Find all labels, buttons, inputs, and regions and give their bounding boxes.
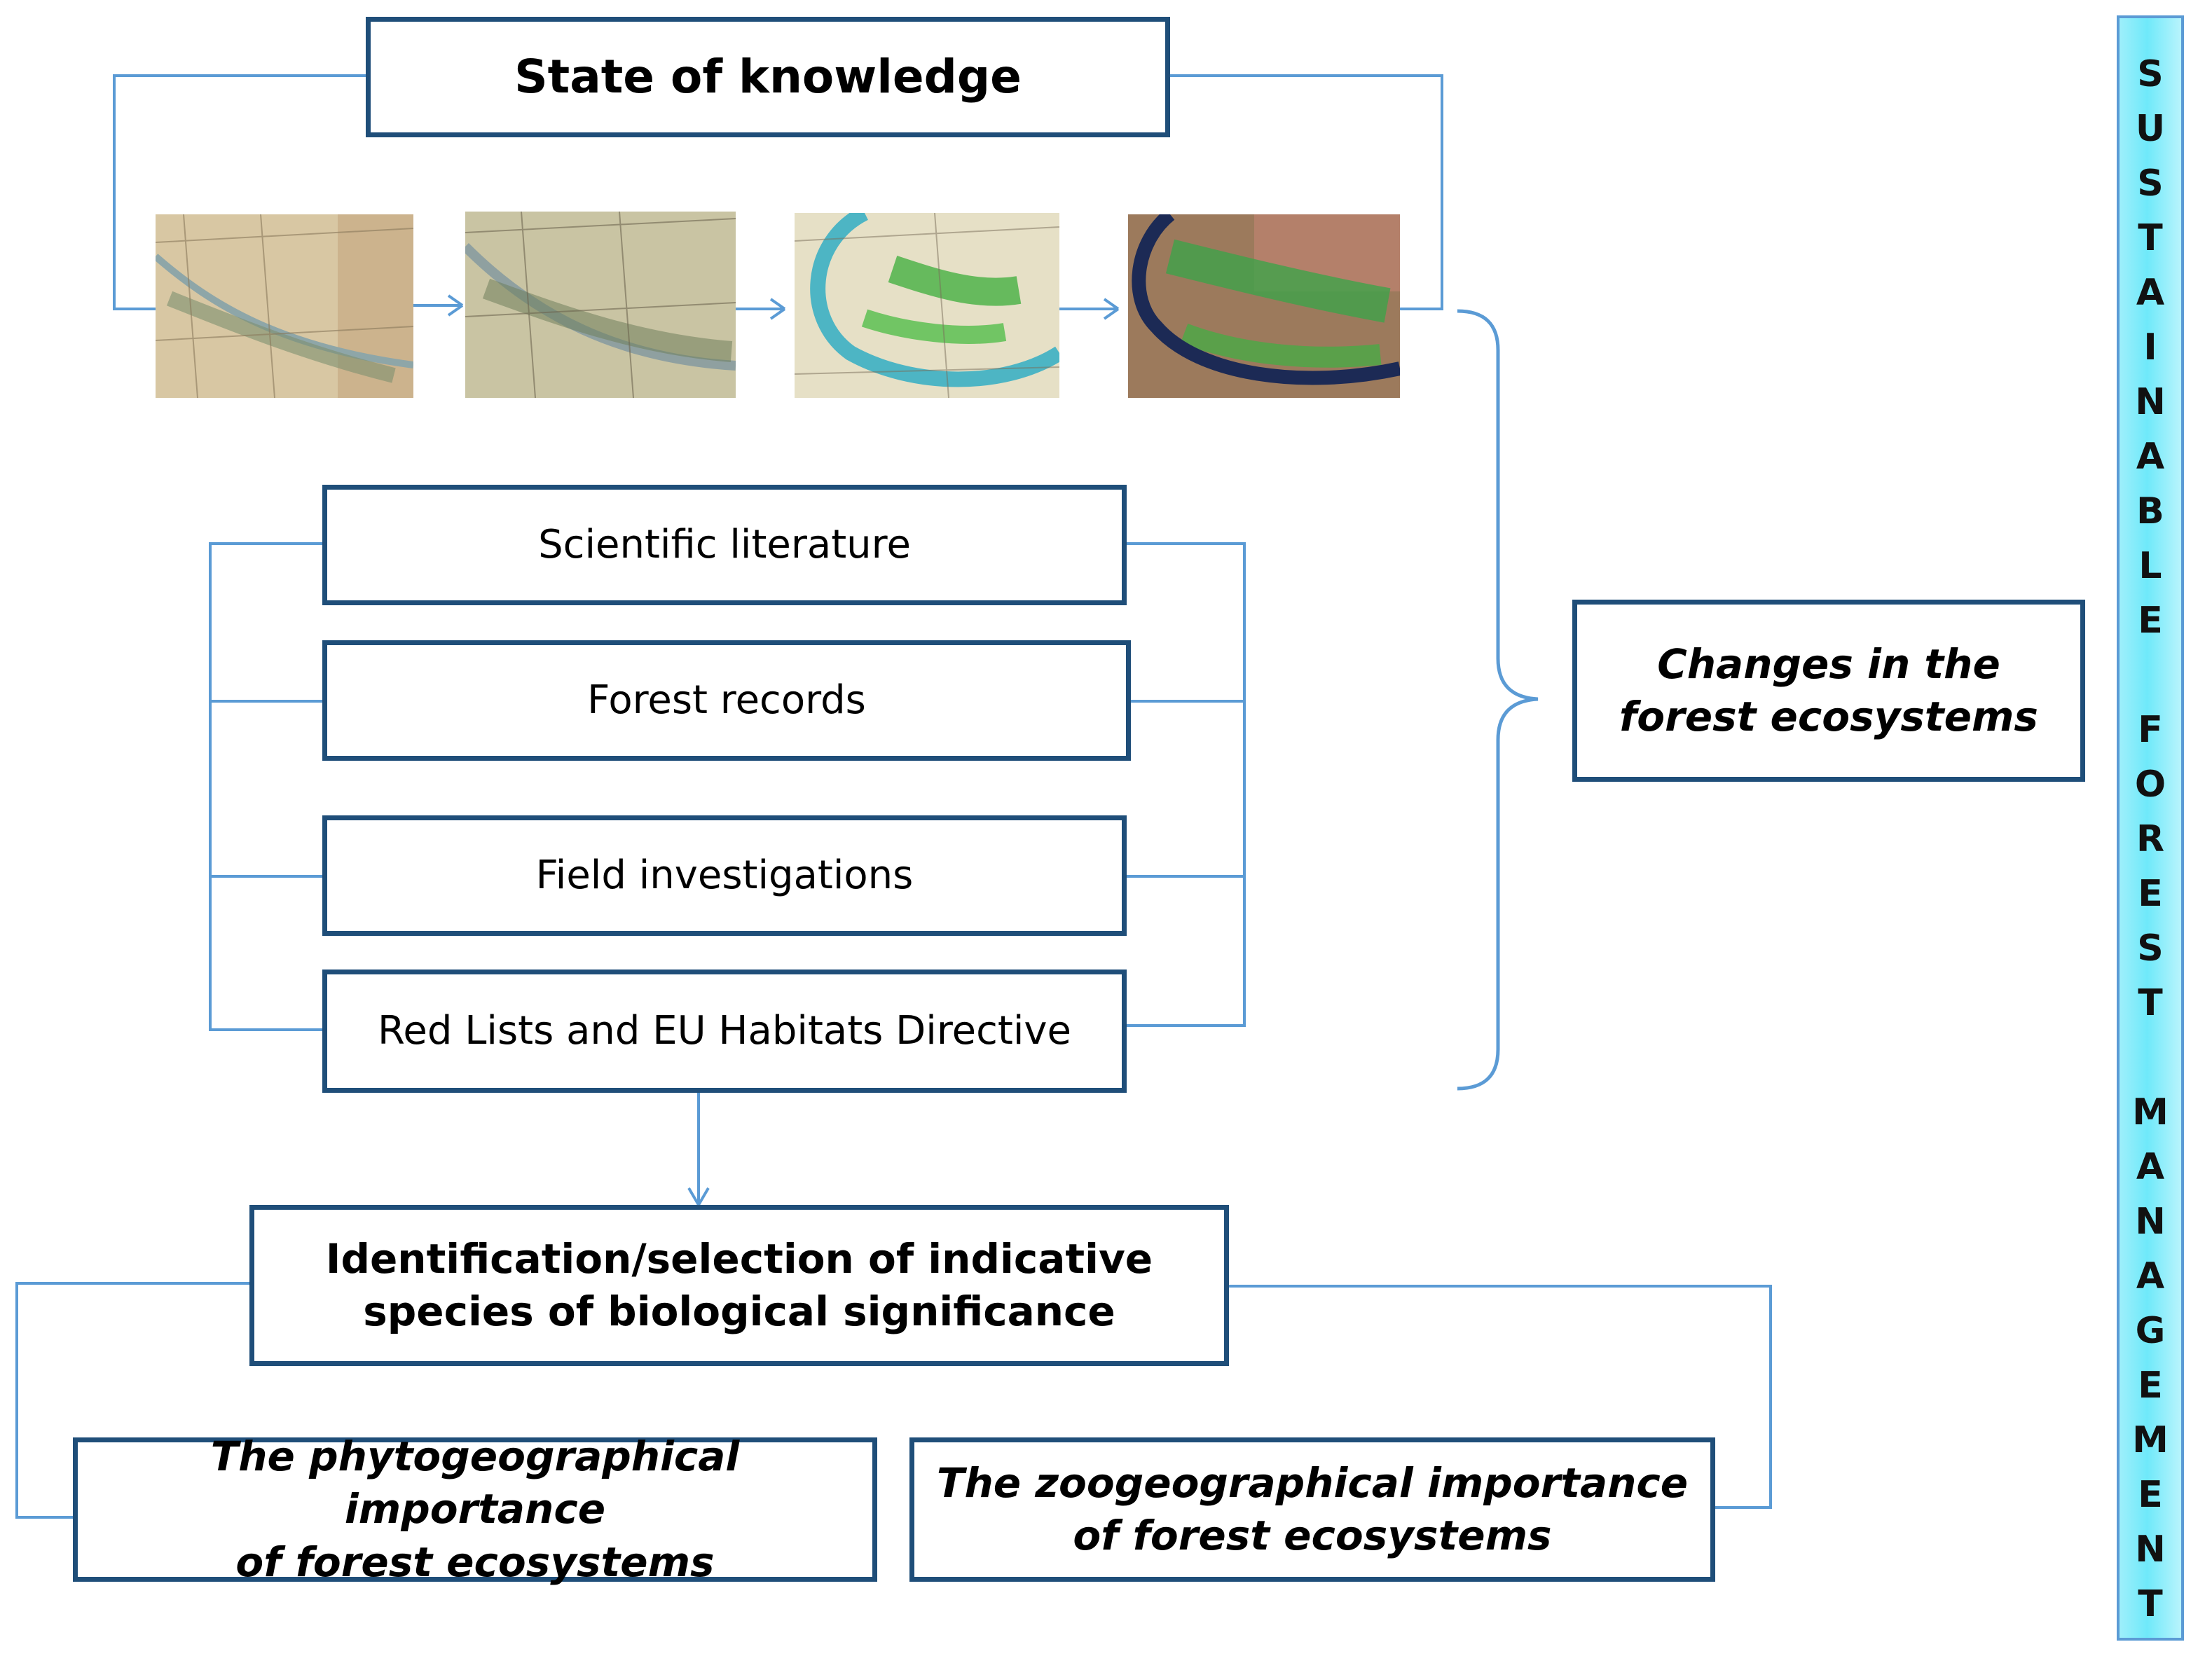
side-bar-letter: L [2138, 545, 2162, 587]
scientific-literature-box: Scientific literature [322, 485, 1127, 605]
historical-map-2 [465, 212, 736, 398]
side-bar-letter: E [2138, 1365, 2163, 1407]
side-bar-letter: O [2134, 764, 2166, 806]
historical-map-1 [156, 214, 413, 398]
arrow-head-3 [1103, 298, 1120, 320]
phyto-line-1: The phytogeographical importance [210, 1432, 740, 1533]
bracket-sources-left [209, 542, 322, 1031]
curly-brace [1457, 309, 1539, 1091]
zoo-line-1: The zoogeographical importance [936, 1458, 1689, 1507]
changes-box: Changes in the forest ecosystems [1572, 600, 2085, 782]
arrow-head-2 [769, 298, 786, 320]
side-bar-letter: S [2137, 163, 2164, 205]
zoo-line-2: of forest ecosystems [1073, 1512, 1552, 1559]
zoogeographical-box: The zoogeographical importance of forest… [909, 1437, 1715, 1582]
side-bar-letter: U [2135, 108, 2166, 150]
connector-right-knowledge [1167, 74, 1443, 310]
side-bar-letter: M [2132, 1419, 2169, 1461]
phyto-line-2: of forest ecosystems [235, 1538, 715, 1586]
phytogeographical-box: The phytogeographical importance of fore… [73, 1433, 877, 1586]
side-bar-letter: N [2135, 1529, 2166, 1571]
side-bar-letter: I [2143, 326, 2157, 368]
connector-identification-phyto [15, 1282, 249, 1519]
satellite-image [1128, 214, 1400, 398]
red-lists-label: Red Lists and EU Habitats Directive [378, 1007, 1071, 1054]
red-lists-box: Red Lists and EU Habitats Directive [322, 970, 1127, 1093]
side-bar-letter: N [2135, 1201, 2166, 1243]
side-bar-letter: S [2137, 53, 2164, 95]
identification-box: Identification/selection of indicative s… [249, 1205, 1229, 1366]
side-bar-letter: B [2136, 490, 2164, 532]
arrow-head-down [687, 1187, 710, 1206]
forest-records-box: Forest records [322, 640, 1131, 761]
side-bar-letter: E [2138, 600, 2163, 642]
connector-identification-zoo [1228, 1285, 1772, 1509]
side-bar-letter: N [2135, 381, 2166, 423]
side-bar-letter: A [2136, 1255, 2165, 1297]
side-bar-letter: T [2138, 1583, 2163, 1625]
side-bar-letter: F [2138, 709, 2163, 751]
connector-left-knowledge [113, 74, 366, 310]
state-of-knowledge-box: State of knowledge [366, 17, 1170, 137]
side-bar-letter: A [2136, 436, 2165, 478]
bracket-sources-right [1125, 542, 1246, 1027]
side-bar-letter: T [2138, 982, 2163, 1024]
arrow-head-1 [447, 294, 464, 317]
scientific-literature-label: Scientific literature [538, 521, 911, 567]
identification-line-2: species of biological significance [363, 1288, 1115, 1335]
side-bar-letter: M [2132, 1091, 2169, 1133]
side-bar-letter: A [2136, 1146, 2165, 1188]
identification-line-1: Identification/selection of indicative [325, 1234, 1153, 1283]
side-bar-letter: E [2138, 1474, 2163, 1516]
side-bar-letter: T [2138, 217, 2163, 259]
changes-line-1: Changes in the [1657, 640, 2000, 688]
side-bar-letter: R [2136, 818, 2165, 860]
side-bar-letter: E [2138, 873, 2163, 915]
historical-map-3 [795, 213, 1059, 398]
side-bar-letter: A [2136, 272, 2165, 314]
state-of-knowledge-label: State of knowledge [514, 50, 1022, 104]
side-bar-letter: G [2135, 1310, 2166, 1352]
side-bar-letter: S [2137, 927, 2164, 970]
changes-line-2: forest ecosystems [1619, 693, 2038, 740]
field-investigations-box: Field investigations [322, 815, 1127, 936]
field-investigations-label: Field investigations [535, 852, 914, 898]
forest-records-label: Forest records [587, 677, 866, 723]
